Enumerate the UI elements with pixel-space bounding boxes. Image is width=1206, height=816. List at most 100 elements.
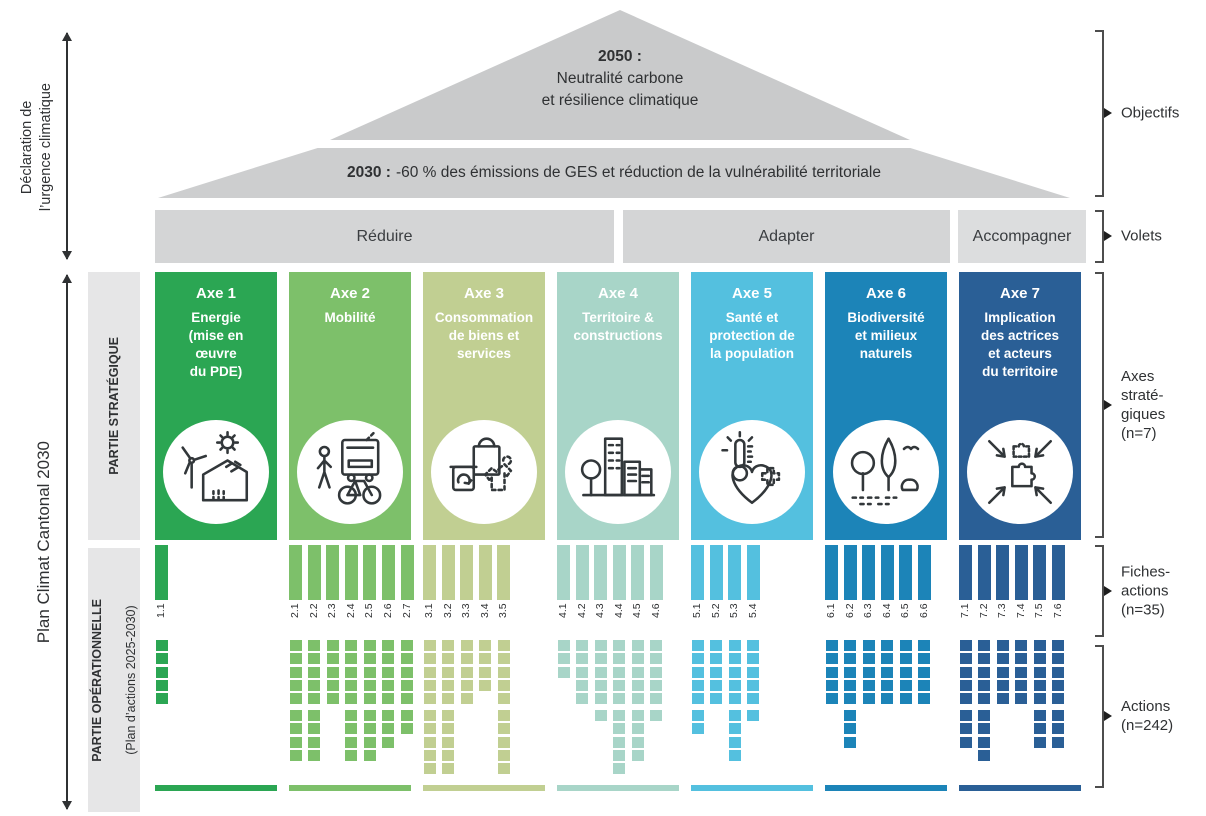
action-square bbox=[613, 640, 626, 651]
axis-icon-circle bbox=[163, 420, 269, 524]
fiche-bar bbox=[497, 545, 511, 600]
action-square bbox=[881, 666, 894, 678]
action-square bbox=[423, 709, 436, 721]
fiche-label: 6.4 bbox=[880, 603, 893, 618]
action-square bbox=[918, 666, 931, 678]
action-square bbox=[363, 640, 376, 651]
action-square bbox=[978, 666, 991, 678]
action-square bbox=[978, 640, 991, 651]
action-square bbox=[691, 723, 704, 735]
action-square bbox=[918, 679, 931, 691]
action-square bbox=[844, 693, 857, 705]
action-square bbox=[576, 640, 589, 651]
action-square bbox=[978, 709, 991, 721]
action-square bbox=[825, 693, 838, 705]
fiche-bar bbox=[363, 545, 377, 600]
action-square bbox=[631, 693, 644, 705]
axis-underline bbox=[691, 785, 813, 791]
action-square bbox=[308, 723, 321, 735]
action-square bbox=[959, 723, 972, 735]
action-square bbox=[497, 723, 510, 735]
action-square bbox=[728, 640, 741, 651]
action-square bbox=[289, 666, 302, 678]
action-square bbox=[631, 666, 644, 678]
action-square bbox=[423, 693, 436, 705]
action-square bbox=[479, 666, 492, 678]
action-square bbox=[899, 693, 912, 705]
action-square bbox=[825, 679, 838, 691]
fiches-row bbox=[155, 545, 174, 600]
action-column bbox=[423, 640, 436, 776]
action-square bbox=[460, 679, 473, 691]
action-square bbox=[747, 679, 760, 691]
action-square bbox=[594, 653, 607, 665]
action-square bbox=[862, 679, 875, 691]
bracket-fiches bbox=[1095, 545, 1104, 637]
fiches-row bbox=[289, 545, 419, 600]
action-square bbox=[401, 693, 414, 705]
fiche-label: 4.2 bbox=[575, 603, 588, 618]
fiche-label: 6.1 bbox=[825, 603, 837, 618]
action-square bbox=[1015, 640, 1028, 651]
declaration-label-wrap: Déclaration de l’urgence climatique bbox=[14, 36, 60, 258]
action-square bbox=[881, 693, 894, 705]
action-square bbox=[728, 666, 741, 678]
objective-2030-year: 2030 : bbox=[346, 164, 391, 181]
fiche-bar bbox=[959, 545, 972, 600]
action-square bbox=[825, 640, 838, 651]
action-square bbox=[710, 679, 723, 691]
action-square bbox=[862, 693, 875, 705]
fiche-label: 3.5 bbox=[497, 603, 510, 618]
action-square bbox=[728, 723, 741, 735]
label-objectifs: Objectifs bbox=[1121, 104, 1180, 122]
action-square bbox=[747, 666, 760, 678]
action-square bbox=[497, 693, 510, 705]
fiche-label: 1.1 bbox=[155, 603, 167, 618]
action-square bbox=[308, 749, 321, 761]
action-square bbox=[1033, 709, 1046, 721]
action-square bbox=[594, 709, 607, 721]
action-square bbox=[557, 653, 570, 665]
action-square bbox=[844, 723, 857, 735]
action-square bbox=[363, 693, 376, 705]
axis-title: Implication des actrices et acteurs du t… bbox=[980, 310, 1060, 379]
fiche-label: 3.2 bbox=[441, 603, 454, 618]
action-square bbox=[959, 640, 972, 651]
action-column bbox=[1015, 640, 1028, 763]
fiche-label: 7.6 bbox=[1051, 603, 1064, 618]
axis-title: Consommation de biens et services bbox=[434, 310, 534, 361]
action-square bbox=[1052, 653, 1065, 665]
action-square bbox=[728, 709, 741, 721]
action-square bbox=[382, 723, 395, 735]
fiche-bar bbox=[381, 545, 395, 600]
fiche-bar bbox=[594, 545, 608, 600]
pyramid-band-2030 bbox=[158, 148, 1070, 198]
action-square bbox=[497, 640, 510, 651]
action-square bbox=[613, 693, 626, 705]
action-square bbox=[363, 749, 376, 761]
action-square bbox=[460, 640, 473, 651]
axis-icon-circle bbox=[833, 420, 939, 524]
action-square bbox=[289, 723, 302, 735]
plan-climat-range-arrow bbox=[62, 274, 72, 810]
action-square bbox=[423, 749, 436, 761]
volet-label-reduire: Réduire bbox=[356, 227, 413, 245]
action-square bbox=[289, 749, 302, 761]
action-column bbox=[1052, 640, 1065, 763]
axis-title: Energie (mise en œuvre du PDE) bbox=[188, 310, 244, 379]
action-square bbox=[442, 709, 455, 721]
action-square bbox=[497, 736, 510, 748]
action-square bbox=[1033, 679, 1046, 691]
action-square bbox=[1015, 693, 1028, 705]
action-square bbox=[825, 666, 838, 678]
fiches-row bbox=[959, 545, 1071, 600]
action-column bbox=[650, 640, 663, 776]
action-square bbox=[978, 693, 991, 705]
